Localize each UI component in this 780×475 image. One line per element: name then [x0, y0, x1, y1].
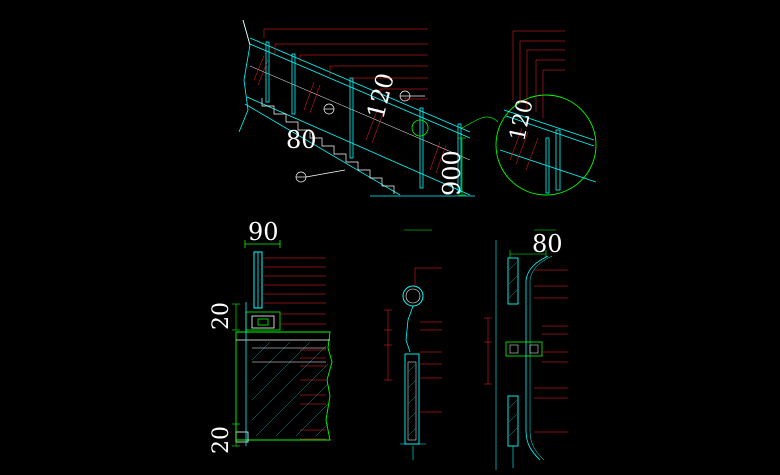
stair-elevation	[238, 19, 499, 197]
handrail-top	[249, 37, 471, 133]
section-right	[484, 229, 556, 470]
elevation-dimension	[458, 137, 466, 196]
post-4	[419, 107, 424, 189]
glass-hatch	[253, 55, 447, 174]
section-left-hatch	[251, 341, 329, 437]
section-right-dim-width: 80	[532, 230, 563, 258]
post-3	[349, 77, 354, 159]
detail-dim-offset: 120	[505, 97, 538, 143]
section-right-leaders	[534, 269, 568, 433]
detail-circle	[495, 94, 597, 196]
stair-steps	[261, 98, 395, 194]
detail-connector	[461, 116, 499, 129]
section-left-grid	[252, 347, 326, 363]
section-markers	[295, 90, 425, 183]
detail-leaders	[512, 30, 565, 118]
detail-marker-circle	[411, 119, 429, 137]
dim-handrail-height: 900	[438, 150, 466, 196]
stringer-bottom	[244, 103, 401, 196]
wall-edge	[242, 19, 251, 46]
post-1	[265, 41, 270, 103]
glass-top-edge	[249, 65, 471, 161]
section-left-dim-top: 20	[209, 302, 234, 330]
wall-break-line	[238, 19, 251, 133]
section-left	[232, 240, 333, 447]
post-5	[457, 123, 462, 193]
section-left-dim-width: 90	[248, 218, 279, 246]
handrail-lower	[249, 43, 471, 139]
section-left-leaders	[262, 257, 326, 440]
post-2	[291, 53, 296, 115]
elevation-leaders	[263, 28, 428, 100]
dim-post-offset: 80	[286, 126, 317, 154]
detail-callout	[495, 94, 597, 196]
section-mid-leaders	[414, 267, 442, 413]
section-mid	[384, 229, 432, 460]
section-left-dim-bottom: 20	[209, 426, 234, 454]
stringer-top	[246, 96, 471, 196]
